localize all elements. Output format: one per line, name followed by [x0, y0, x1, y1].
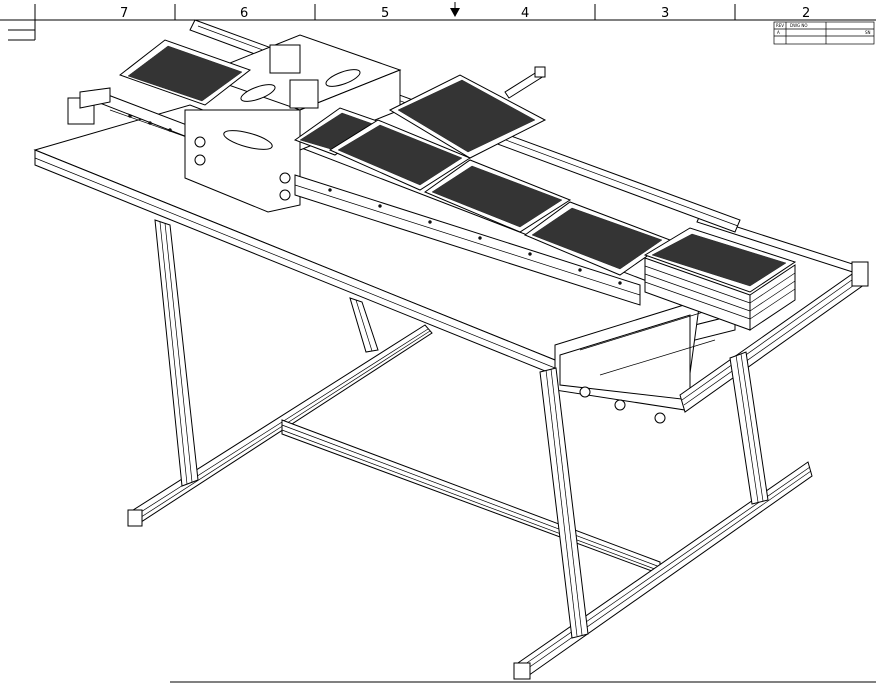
machine-assembly: [33, 19, 869, 680]
zone-label-5: 5: [381, 6, 389, 21]
title-block-rev-header: REV: [776, 23, 784, 28]
centre-arrow-icon: [450, 8, 460, 17]
zone-label-2: 2: [802, 6, 810, 21]
tray-2: [388, 74, 547, 159]
output-frame: [539, 214, 869, 639]
tray-stack: [643, 227, 797, 331]
zone-label-4: 4: [521, 6, 529, 21]
tray-1: [118, 39, 252, 106]
zone-label-6: 6: [240, 6, 248, 21]
zone-label-3: 3: [661, 6, 669, 21]
zone-labels: 7 6 5 4 3 2: [120, 6, 810, 21]
actuator-cylinder: [504, 66, 546, 99]
title-block: REV DWG NO A SN: [773, 21, 875, 45]
tray-5: [423, 159, 572, 233]
title-block-dwg-header: DWG NO: [790, 23, 808, 28]
title-block-rev-value: A: [777, 30, 780, 35]
title-block-sheet-value: SN: [865, 30, 871, 35]
zone-label-7: 7: [120, 6, 128, 21]
conveyor-front: [294, 174, 641, 306]
tray-4: [328, 119, 472, 191]
